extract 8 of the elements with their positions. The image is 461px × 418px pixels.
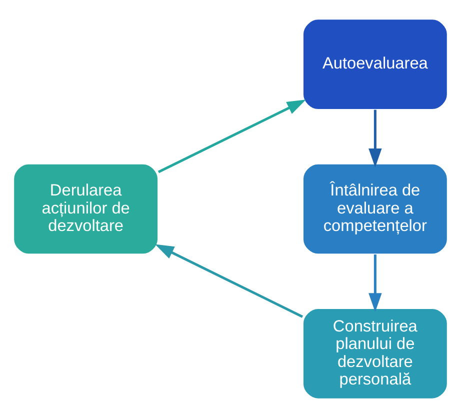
arrow bbox=[158, 100, 306, 174]
arrow bbox=[155, 244, 304, 318]
node-box: Autoevaluarea bbox=[302, 18, 448, 110]
arrow bbox=[368, 110, 382, 168]
node-box: Întâlnirea de evaluare a competențelor bbox=[302, 163, 448, 255]
node-box: Derularea acțiunilor de dezvoltare bbox=[12, 163, 159, 255]
node-box: Construirea planului de dezvoltare personală bbox=[302, 308, 448, 400]
arrow bbox=[368, 254, 382, 312]
